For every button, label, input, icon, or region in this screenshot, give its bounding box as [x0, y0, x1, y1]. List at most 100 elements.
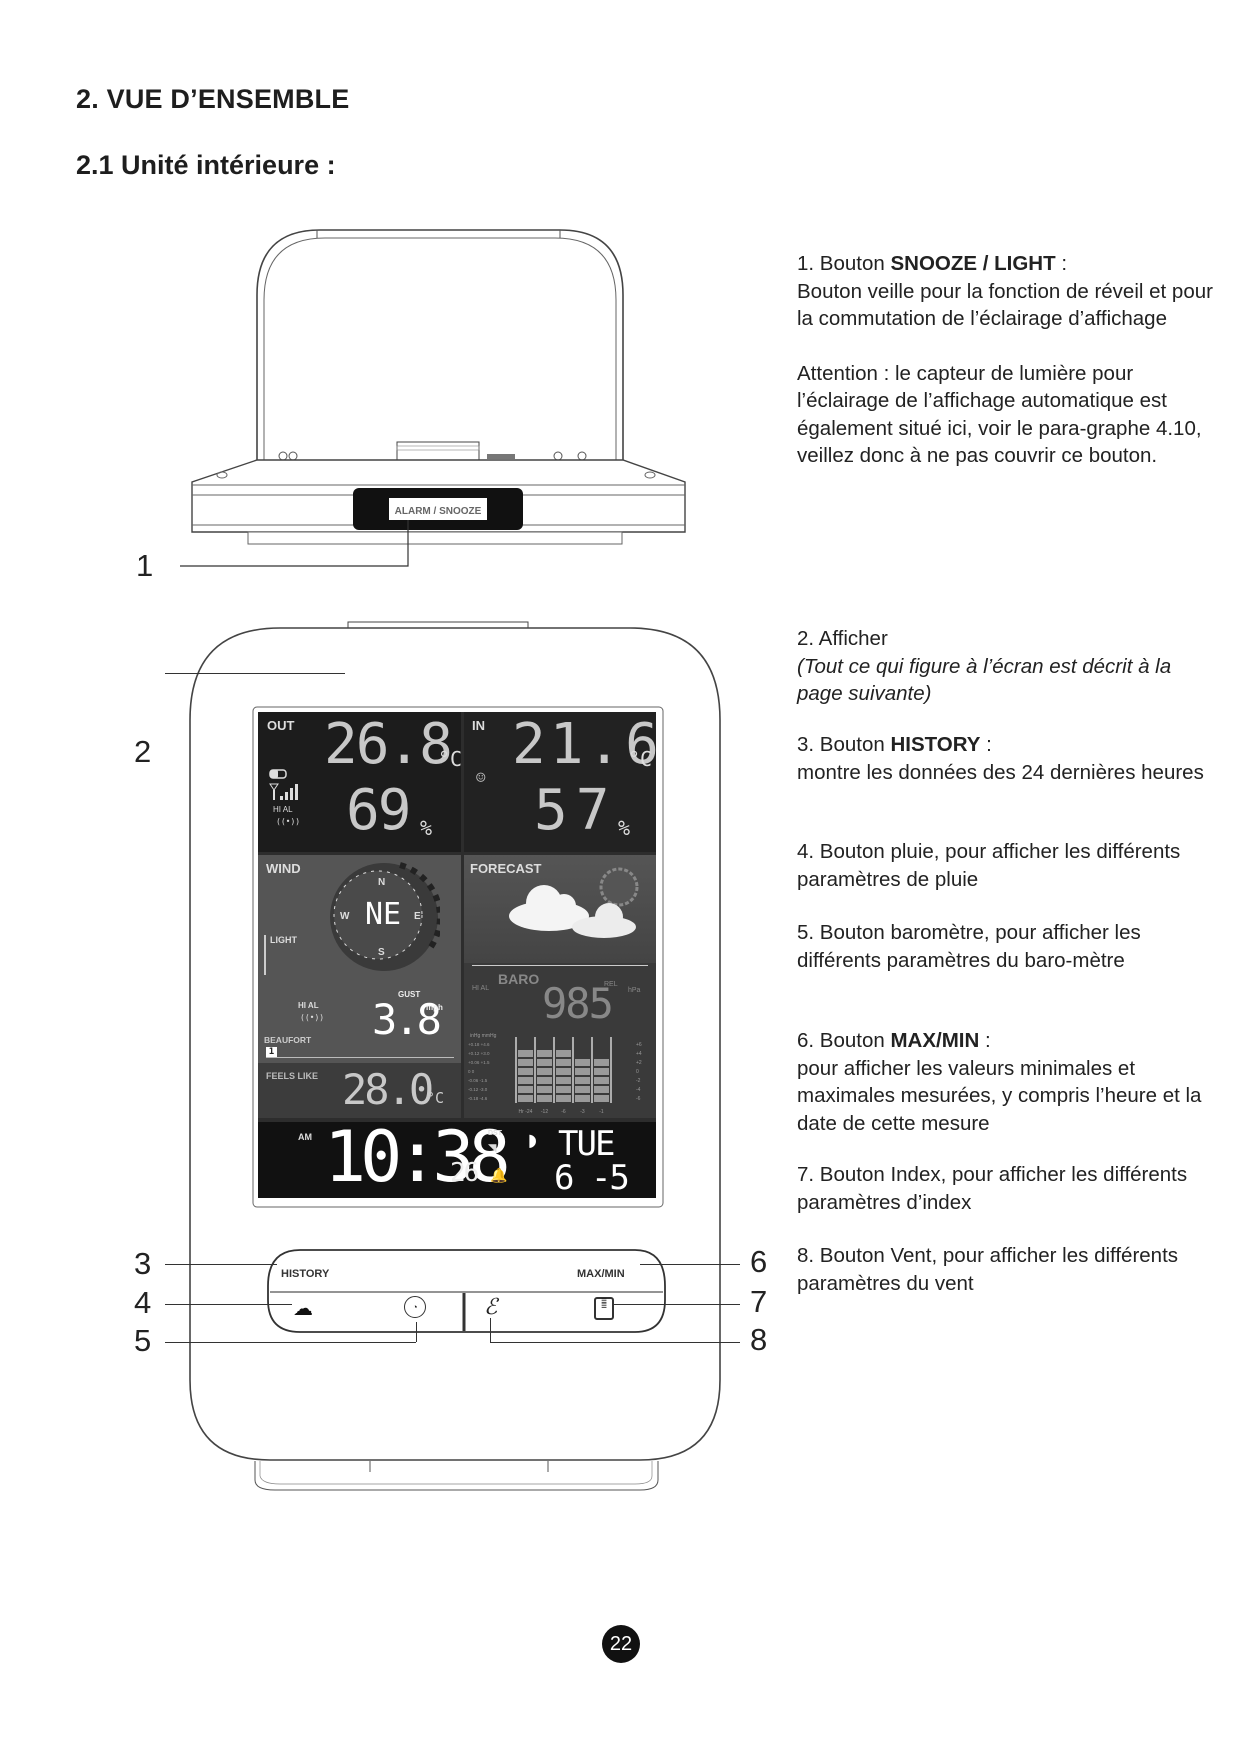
baro-bar-segment [518, 1077, 533, 1084]
barometer-button-icon[interactable]: ◔ [404, 1296, 426, 1318]
callout-line-8-vert [490, 1318, 491, 1342]
beaufort-label: BEAUFORT [264, 1035, 312, 1045]
baro-right-tick: 0 [636, 1069, 639, 1075]
callout-line-3 [165, 1264, 277, 1265]
index-button-icon[interactable]: ≡≡ [594, 1297, 614, 1320]
baro-right-tick: -4 [636, 1087, 641, 1093]
baro-bar-segment [575, 1068, 590, 1075]
baro-right-tick: -2 [636, 1078, 641, 1084]
callout-2: 2 [134, 734, 152, 769]
description-item-2: 2. Afficher (Tout ce qui figure à l’écra… [797, 625, 1217, 708]
callout-8: 8 [750, 1322, 768, 1357]
callout-line-7 [612, 1304, 740, 1305]
baro-bar-segment [556, 1068, 571, 1075]
forecast-panel: FORECAST [464, 855, 656, 963]
gust-label: GUST [398, 990, 421, 999]
history-button[interactable]: HISTORY [281, 1268, 330, 1280]
feels-like-label: FEELS LIKE [266, 1071, 319, 1081]
baro-bar-segment [575, 1095, 590, 1102]
item-5-text: 5. Bouton baromètre, pour afficher les d… [797, 921, 1141, 972]
wind-label: WIND [266, 861, 301, 876]
callout-7: 7 [750, 1284, 768, 1319]
moon-phase-icon: ◗ [526, 1128, 540, 1153]
baro-left-tick: +0.06 +1.5 [468, 1060, 490, 1065]
baro-bar-segment [518, 1059, 533, 1066]
callout-line-5 [165, 1342, 416, 1343]
callout-3: 3 [134, 1246, 152, 1281]
callout-line-6 [640, 1264, 740, 1265]
date: 6 -5 [554, 1158, 630, 1198]
item-1-note: Attention : le capteur de lumière pour l… [797, 361, 1202, 468]
compass-north: N [378, 877, 386, 888]
indoor-panel: IN 21.6 °C ☺ 57 % [464, 712, 659, 852]
baro-bar-segment [537, 1059, 552, 1066]
clock-panel: AM 10:38 26 🔔 DST ◥ ◗ TUE 6 -5 [258, 1116, 656, 1198]
compass-icon [330, 862, 440, 971]
baro-bar-segment [556, 1059, 571, 1066]
callout-line-8 [490, 1342, 740, 1343]
outdoor-panel: OUT 26.8 °C 69 % HI AL ((•)) [258, 712, 462, 852]
callout-line-5-vert [416, 1322, 417, 1342]
baro-x-tick: -1 [599, 1109, 604, 1115]
baro-axis-header: inHg mmHg [470, 1033, 497, 1039]
barometer-panel: BARO HI AL REL hPa 985 inHg mmHg+0.18 +4… [464, 963, 656, 1118]
callout-4: 4 [134, 1285, 152, 1320]
baro-left-tick: +0.18 +4.6 [468, 1042, 490, 1047]
indoor-temperature: 21.6 [512, 712, 663, 777]
description-item-1: 1. Bouton SNOOZE / LIGHT : Bouton veille… [797, 250, 1217, 470]
baro-bar-segment [518, 1068, 533, 1075]
weekday: TUE [558, 1124, 615, 1164]
light-level-scale [264, 935, 272, 975]
lcd-display: OUT 26.8 °C 69 % HI AL ((•)) IN 21.6 °C … [258, 712, 659, 1198]
description-item-8: 8. Bouton Vent, pour afficher les différ… [797, 1242, 1217, 1297]
baro-bar-segment [518, 1050, 533, 1057]
item-1-bold: SNOOZE / LIGHT [890, 252, 1056, 275]
indoor-humidity-unit: % [618, 816, 631, 840]
rain-button-icon[interactable]: ☁ [293, 1298, 313, 1320]
compass-south: S [378, 947, 385, 958]
out-label: OUT [267, 718, 295, 733]
baro-bar-segment [537, 1077, 552, 1084]
beaufort-value: 1 [266, 1047, 277, 1057]
baro-rel-label: REL [604, 981, 618, 988]
indoor-temperature-unit: °C [628, 747, 653, 771]
top-device-illustration: ALARM / SNOOZE [180, 229, 686, 567]
baro-bar-segment [556, 1077, 571, 1084]
partly-cloudy-icon [509, 867, 639, 938]
forecast-label: FORECAST [470, 861, 542, 876]
wind-hi-al-label: HI AL [298, 1001, 319, 1010]
baro-x-tick: -6 [561, 1109, 566, 1115]
wind-alarm-icon: ((•)) [300, 1013, 325, 1022]
feels-like-panel: FEELS LIKE 28.0 °C [258, 1063, 461, 1118]
compass-east: E [414, 911, 421, 922]
baro-right-tick: -6 [636, 1096, 641, 1102]
am-label: AM [298, 1132, 312, 1142]
item-2-italic: (Tout ce qui figure à l’écran est décrit… [797, 654, 1172, 706]
baro-bar-segment [518, 1095, 533, 1102]
item-6-bold: MAX/MIN [890, 1029, 980, 1052]
baro-x-tick: Hr -24 [519, 1109, 533, 1115]
baro-x-tick: -3 [580, 1109, 585, 1115]
baro-bar-segment [556, 1050, 571, 1057]
baro-right-tick: +6 [636, 1042, 642, 1048]
item-8-text: 8. Bouton Vent, pour afficher les différ… [797, 1244, 1179, 1295]
maxmin-button[interactable]: MAX/MIN [577, 1268, 625, 1280]
baro-left-tick: -0.18 -4.6 [468, 1096, 488, 1101]
baro-x-tick: -12 [541, 1109, 548, 1115]
beaufort-scale [266, 1057, 454, 1058]
item-3-bold: HISTORY [890, 733, 981, 756]
clock-time: 10:38 [324, 1116, 511, 1198]
baro-bar-segment [575, 1077, 590, 1084]
baro-bar-segment [594, 1095, 609, 1102]
baro-right-tick: +2 [636, 1060, 642, 1066]
wind-button-icon[interactable]: ℰ [484, 1294, 498, 1319]
item-3-suffix: : [980, 733, 992, 756]
wind-direction: NE [365, 897, 402, 932]
item-6-prefix: 6. Bouton [797, 1029, 891, 1052]
baro-history-chart: inHg mmHg +0.18 +4.6 +0.12 +3.0 +0.06 +1.5 0… [468, 1033, 642, 1115]
baro-left-tick: +0.12 +3.0 [468, 1051, 490, 1056]
section-title: 2. VUE D’ENSEMBLE [76, 84, 350, 114]
baro-bar-segment [575, 1059, 590, 1066]
baro-bar-segment [537, 1068, 552, 1075]
description-item-3: 3. Bouton HISTORY : montre les données d… [797, 731, 1217, 786]
